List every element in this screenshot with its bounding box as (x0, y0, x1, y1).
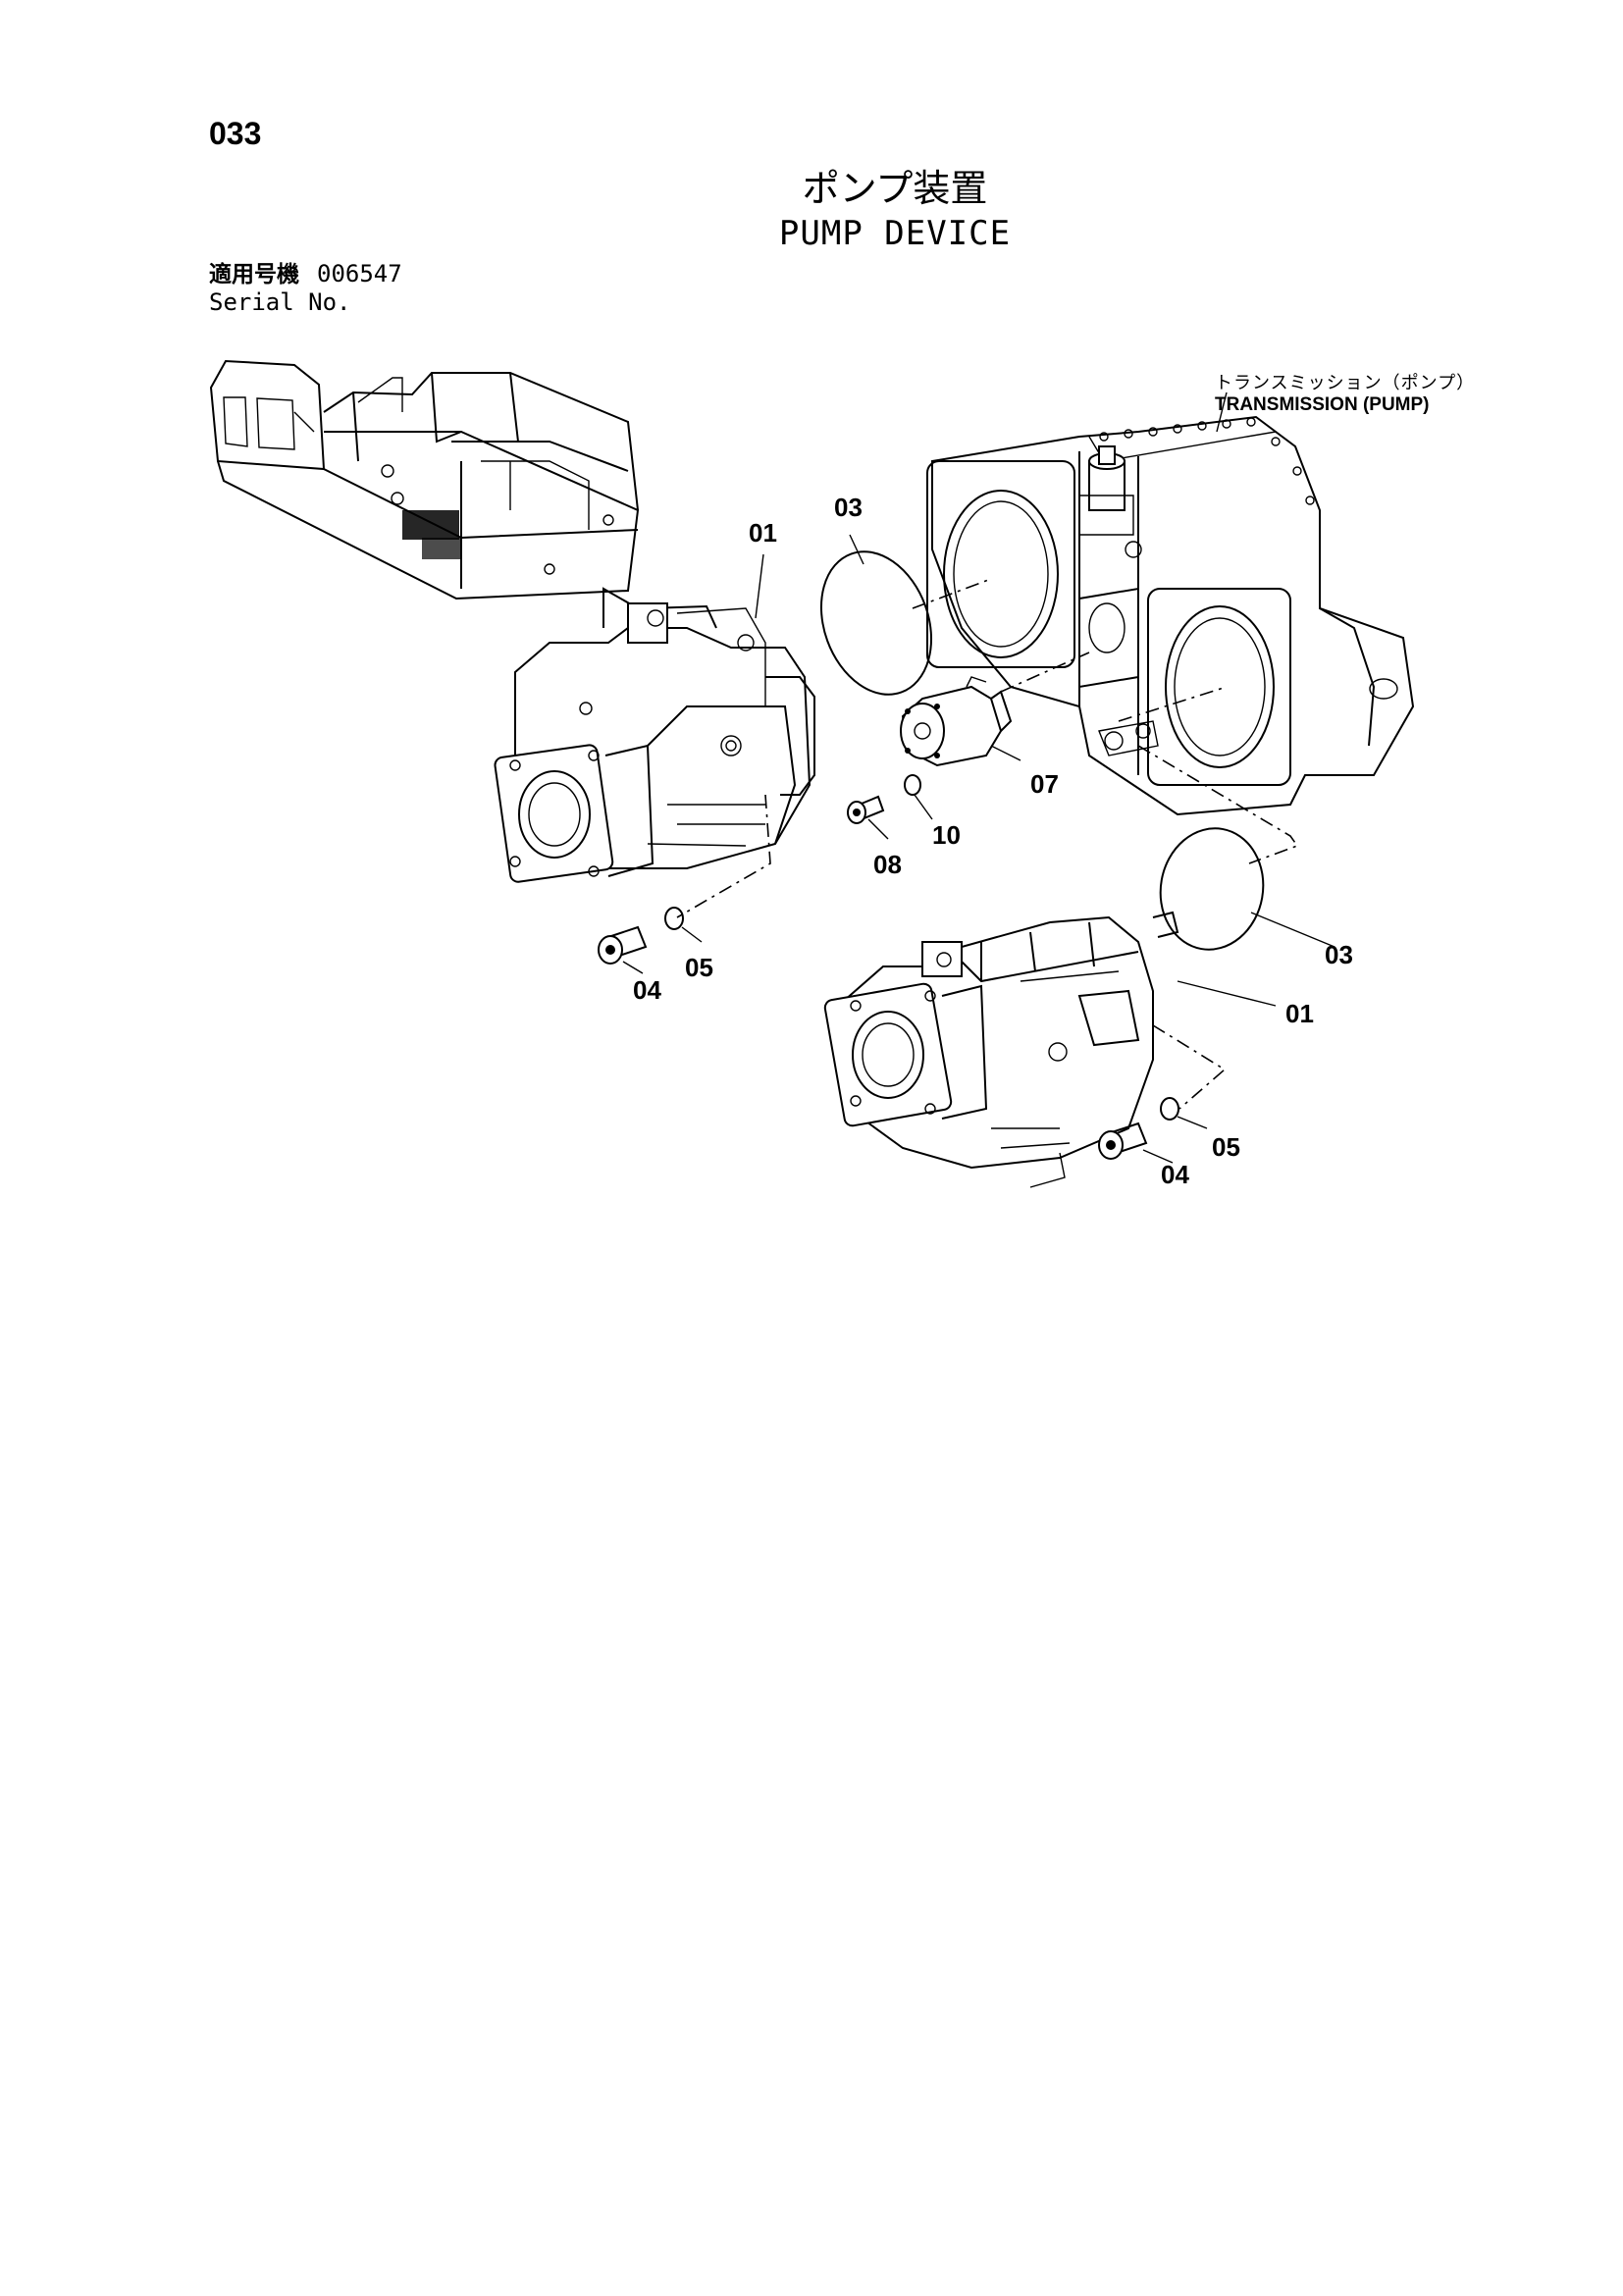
transmission-bolt-holes (1099, 417, 1315, 505)
washer-lower (1160, 1097, 1179, 1121)
callout-bolt-upper: 04 (633, 975, 661, 1005)
bolt-lower (1098, 1122, 1148, 1160)
transmission-housing (926, 415, 1415, 816)
title-block: ポンプ装置 PUMP DEVICE (0, 165, 1623, 255)
callout-pump-lower: 01 (1285, 999, 1314, 1028)
callout-washer-lower: 05 (1212, 1132, 1240, 1162)
serial-label-en: Serial No. (209, 288, 351, 316)
callout-gear-pump: 07 (1030, 769, 1059, 799)
page-title-jp: ポンプ装置 (802, 167, 988, 210)
callout-o-ring-upper: 03 (834, 493, 863, 522)
page-number: 033 (209, 116, 262, 151)
transmission-label-en: TRANSMISSION (PUMP) (1215, 394, 1430, 415)
assembly-lines (676, 578, 1299, 1110)
main-pump-upper (494, 587, 815, 883)
page-title-en: PUMP DEVICE (778, 214, 1012, 253)
callout-o-ring-lower: 03 (1325, 940, 1353, 969)
callout-bolt-lower: 04 (1161, 1160, 1189, 1189)
callout-washer-upper: 05 (685, 953, 713, 982)
washer-gear (904, 774, 921, 796)
bolt-upper (598, 925, 648, 965)
o-ring-upper (819, 550, 933, 696)
callout-pump-upper: 01 (749, 518, 777, 548)
transmission-label: トランスミッション（ポンプ） TRANSMISSION (PUMP) (1215, 373, 1475, 416)
serial-block: 適用号機 006547 Serial No. (209, 260, 402, 316)
main-pump-lower (823, 911, 1179, 1188)
bolt-gear (847, 795, 885, 824)
gear-pump (900, 676, 1013, 767)
transmission-drain-plug (1098, 720, 1159, 757)
transmission-label-jp: トランスミッション（ポンプ） (1215, 373, 1476, 393)
excavator-overview (209, 359, 640, 600)
callout-bolt-gear: 08 (873, 850, 902, 879)
leader-lines (622, 391, 1335, 1164)
serial-label-jp: 適用号機 (209, 262, 299, 287)
transmission-breather (1078, 445, 1142, 558)
serial-row-jp: 適用号機 006547 (209, 260, 402, 288)
serial-value: 006547 (317, 260, 402, 287)
o-ring-lower (1159, 827, 1265, 951)
callout-washer-gear: 10 (932, 820, 961, 850)
washer-upper (664, 907, 684, 930)
